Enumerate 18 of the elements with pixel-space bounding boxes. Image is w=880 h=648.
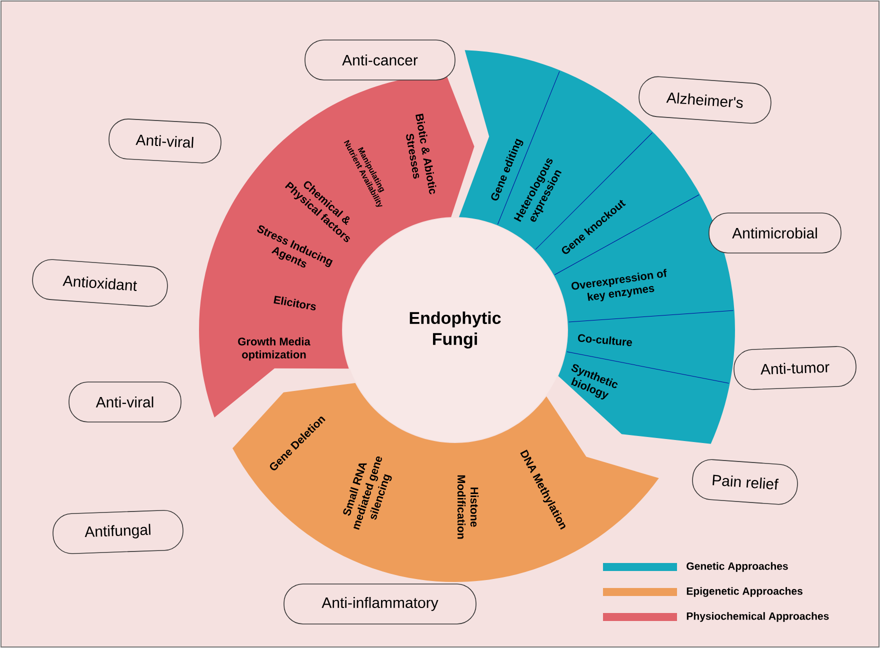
segment-label: Elicitors bbox=[274, 296, 316, 310]
segment-label: Histone Modification bbox=[457, 475, 479, 539]
segment-label: Growth Media optimization bbox=[238, 337, 310, 361]
segment-label: Biotic & Abiotic Stresses bbox=[406, 114, 436, 194]
legend-label: Genetic Approaches bbox=[686, 562, 788, 572]
effect-pill: Anti-cancer bbox=[304, 40, 456, 80]
effect-pill: Antifungal bbox=[52, 510, 184, 554]
effect-pill: Anti-viral bbox=[108, 118, 222, 164]
effect-pill: Alzheimer's bbox=[638, 76, 772, 124]
segment-label: Overexpression of key enzymes bbox=[572, 268, 667, 302]
effect-pill: Pain relief bbox=[692, 459, 798, 505]
effect-pill: Anti-inflammatory bbox=[284, 584, 476, 624]
effect-pill: Antimicrobial bbox=[708, 212, 842, 254]
legend-label: Epigenetic Approaches bbox=[686, 587, 802, 597]
effect-pill: Antioxidant bbox=[32, 259, 168, 307]
effect-pill: Anti-viral bbox=[68, 382, 182, 422]
segment-label: Co-culture bbox=[578, 334, 632, 346]
legend-label: Physiochemical Approaches bbox=[686, 612, 829, 622]
